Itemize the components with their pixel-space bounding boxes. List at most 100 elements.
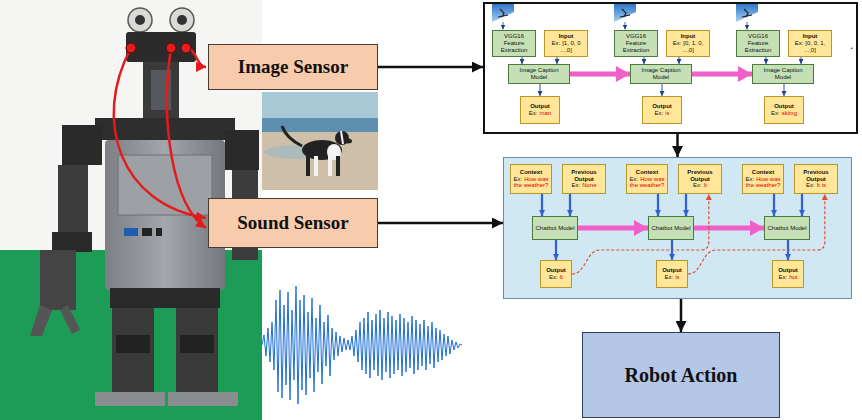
context-box: ContextEx:How was the weather? — [626, 164, 668, 194]
box-text: Image Caption Model — [633, 67, 689, 81]
example-line: Ex:It — [693, 182, 707, 189]
example-value: It is — [817, 182, 826, 188]
flow-arrow — [557, 57, 558, 64]
flow-arrow — [657, 194, 659, 216]
previous-output-box: Previous OutputEx:None — [562, 164, 606, 194]
input-box: InputEx:[0, 0, 1, ...,0] — [788, 30, 832, 57]
context-box: ContextEx:How was the weather? — [742, 164, 784, 194]
flow-arrow — [644, 57, 645, 64]
flow-arrow — [694, 226, 764, 231]
flow-arrow — [578, 226, 648, 231]
example-value: skiing — [782, 110, 797, 116]
box-heading: Output — [530, 103, 550, 110]
flow-arrow — [766, 57, 767, 64]
sound-waveform — [262, 286, 462, 404]
example-value: man — [540, 110, 552, 116]
example-value: [0, 0, 1, ...,0] — [804, 40, 825, 53]
box-heading: Previous Output — [681, 169, 719, 183]
flow-arrow — [522, 57, 523, 64]
flow-arrow — [801, 194, 803, 216]
example-line: Ex:How was the weather? — [745, 176, 781, 190]
output-box: OutputEx:skiing — [764, 96, 804, 124]
example-value: None — [582, 182, 596, 188]
model-box: Image Caption Model — [508, 64, 570, 84]
example-line: Ex:It is — [806, 182, 826, 189]
example-value: It — [560, 274, 563, 280]
output-box: OutputEx:hot — [772, 260, 804, 288]
box-heading: Context — [520, 169, 542, 176]
box-heading: Output — [774, 103, 794, 110]
box-heading: Context — [636, 169, 658, 176]
example-prefix: Ex: — [673, 40, 682, 46]
flow-arrow — [685, 194, 687, 216]
example-line: Ex:[0, 0, 1, ...,0] — [791, 40, 829, 54]
example-value: [0, 1, 0, ...,0] — [682, 40, 703, 53]
example-prefix: Ex: — [778, 274, 787, 280]
skier-thumbnails — [492, 4, 758, 30]
model-box: Chatbot Model — [648, 216, 694, 240]
model-box: Chatbot Model — [532, 216, 578, 240]
box-heading: Output — [652, 103, 672, 110]
flow-arrow — [540, 84, 541, 96]
flow-arrow — [773, 194, 775, 216]
example-prefix: Ex: — [771, 110, 780, 116]
example-prefix: Ex: — [571, 182, 580, 188]
example-line: Ex:skiing — [771, 110, 797, 117]
flow-arrow — [569, 194, 571, 216]
example-line: Ex:hot — [778, 274, 797, 281]
example-line: Ex:[1, 0, 0 ...,0] — [547, 40, 585, 54]
flow-arrow — [662, 84, 663, 96]
previous-output-box: Previous OutputEx:It — [678, 164, 722, 194]
caption-panel: VGG16 Feature ExtractionInputEx:[1, 0, 0… — [483, 2, 858, 134]
sensor-box: Image Sensor — [208, 44, 378, 90]
box-text: Chatbot Model — [767, 225, 806, 232]
box-heading: Previous Output — [565, 169, 603, 183]
example-prefix: Ex: — [654, 110, 663, 116]
box-heading: Input — [559, 33, 574, 40]
flow-arrow — [378, 222, 503, 225]
box-text: Robot Action — [625, 364, 738, 387]
example-prefix: Ex: — [551, 40, 560, 46]
output-box: OutputEx:man — [520, 96, 560, 124]
box-text: Chatbot Model — [651, 225, 690, 232]
example-prefix: Ex: — [745, 176, 754, 182]
example-line: Ex:is — [654, 110, 669, 117]
chatbot-panel: ContextEx:How was the weather?Previous O… — [503, 157, 852, 299]
box-text: Image Caption Model — [755, 67, 811, 81]
output-box: OutputEx:is — [656, 260, 688, 288]
box-text: VGG16 Feature Extraction — [495, 33, 533, 54]
flow-arrow — [378, 66, 483, 69]
example-prefix: Ex: — [513, 176, 522, 182]
feedback-arrow — [572, 194, 709, 274]
output-box: OutputEx:is — [642, 96, 682, 124]
model-box: Image Caption Model — [630, 64, 692, 84]
flow-arrow — [570, 72, 630, 77]
flow-arrow — [692, 72, 752, 77]
flow-arrow — [801, 57, 802, 64]
dog-photo — [262, 92, 378, 190]
box-text: Image Sensor — [238, 56, 348, 78]
example-value: [1, 0, 0 ...,0] — [560, 40, 580, 53]
example-value: is — [665, 110, 669, 116]
example-line: Ex:None — [571, 182, 596, 189]
input-box: InputEx:[0, 1, 0, ...,0] — [666, 30, 710, 57]
example-prefix: Ex: — [693, 182, 702, 188]
flow-arrow — [784, 84, 785, 96]
sensor-box: Sound Sensor — [208, 198, 378, 248]
example-line: Ex:man — [529, 110, 551, 117]
model-box: Image Caption Model — [752, 64, 814, 84]
output-box: OutputEx:It — [540, 260, 572, 288]
example-line: Ex:How was the weather? — [513, 176, 549, 190]
example-prefix: Ex: — [629, 176, 638, 182]
feature-box: VGG16 Feature Extraction — [614, 30, 658, 57]
box-heading: Input — [681, 33, 696, 40]
flow-arrow — [680, 299, 683, 332]
input-box: InputEx:[1, 0, 0 ...,0] — [544, 30, 588, 57]
box-text: Sound Sensor — [237, 212, 348, 234]
example-prefix: Ex: — [795, 40, 804, 46]
box-text: Image Caption Model — [511, 67, 567, 81]
example-prefix: Ex: — [529, 110, 538, 116]
box-heading: Output — [662, 267, 682, 274]
box-heading: Input — [803, 33, 818, 40]
